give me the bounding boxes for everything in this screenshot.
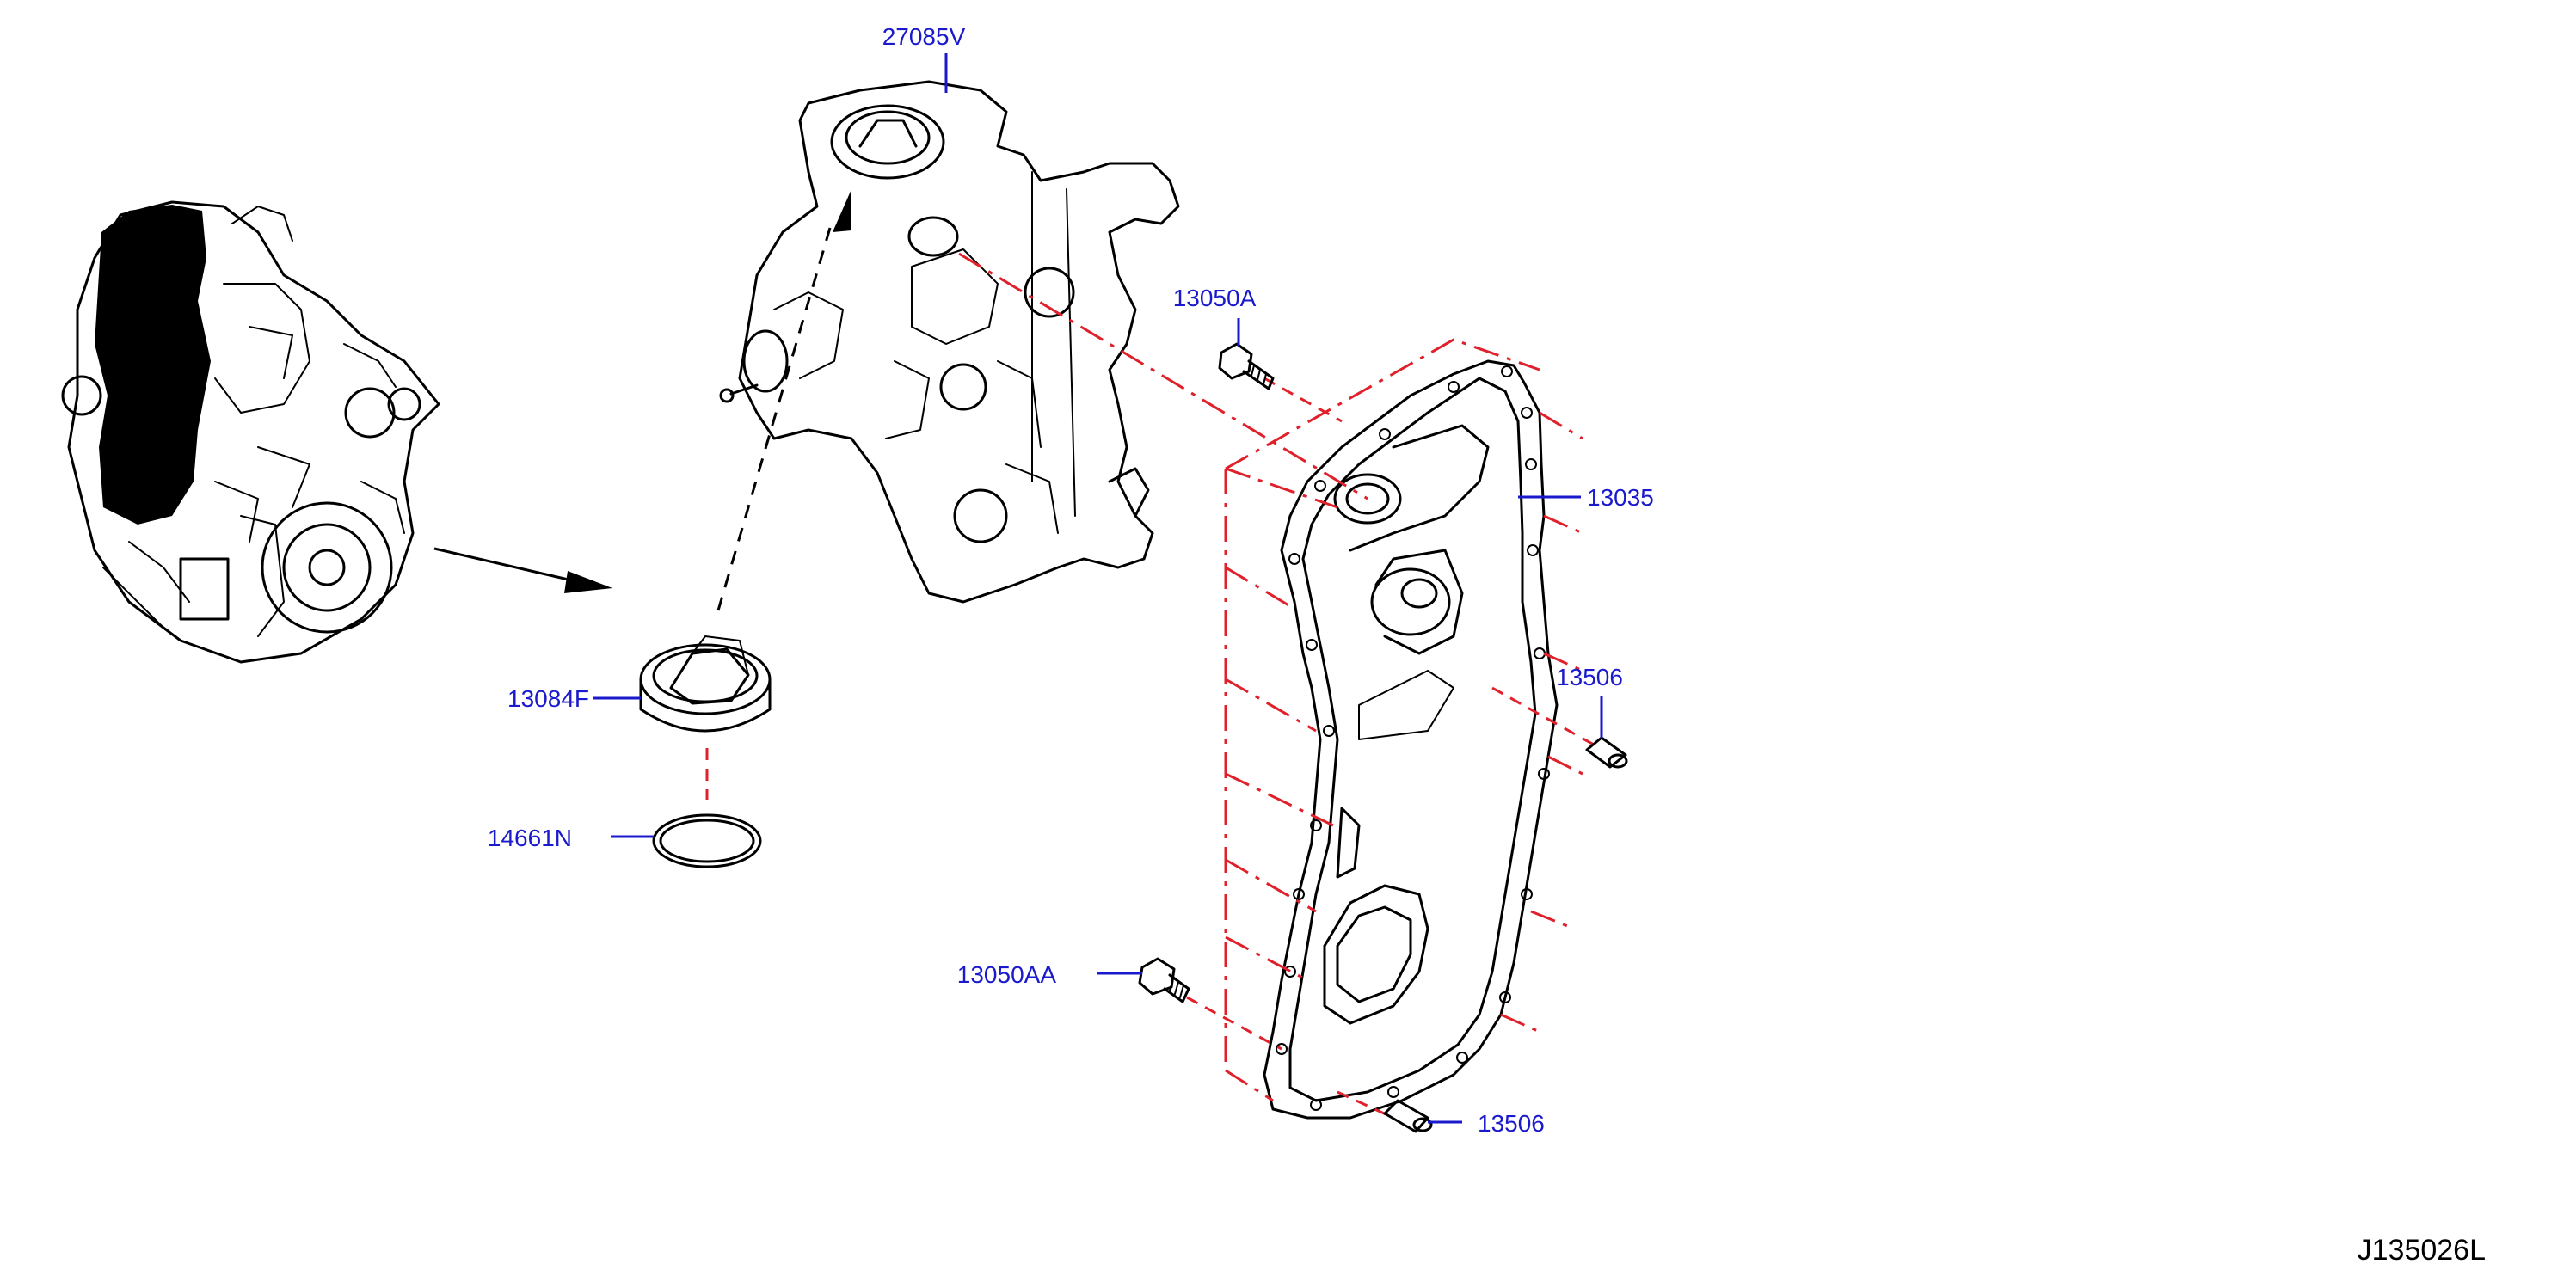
diagram-id: J135026L — [2358, 1234, 2486, 1267]
leader-lines — [593, 53, 1603, 1124]
callout-13084f: 13084F — [507, 685, 589, 712]
o-ring-illustration — [652, 813, 762, 868]
callout-27085v: 27085V — [882, 23, 966, 50]
engine-assembly-illustration — [61, 200, 440, 664]
callout-13506-lower: 13506 — [1478, 1110, 1545, 1137]
gasket-bolt-holes — [1276, 365, 1550, 1111]
front-cover-gasket-illustration — [1263, 359, 1559, 1120]
callout-13035: 13035 — [1587, 484, 1654, 511]
cap-alignment-arrow — [833, 189, 851, 232]
upper-dowel-illustration — [1585, 736, 1628, 769]
lower-dowel-illustration — [1383, 1099, 1433, 1133]
callout-13050a: 13050A — [1173, 285, 1257, 311]
direction-arrow — [433, 547, 612, 593]
callout-14661n: 14661N — [488, 825, 572, 851]
oil-filler-cap-illustration — [639, 635, 772, 733]
callout-labels: 27085V 13050A 13035 13506 13084F 14661N … — [488, 23, 1654, 1137]
lower-bolt-illustration — [1138, 957, 1190, 1003]
callout-13050aa: 13050AA — [957, 961, 1057, 988]
cap-alignment-line — [716, 227, 832, 611]
upper-bolt-illustration — [1218, 342, 1275, 390]
phantom-alignment-lines — [705, 252, 1601, 1120]
callout-13506-upper: 13506 — [1556, 664, 1623, 690]
oil-filler-housing-illustration — [719, 80, 1180, 604]
